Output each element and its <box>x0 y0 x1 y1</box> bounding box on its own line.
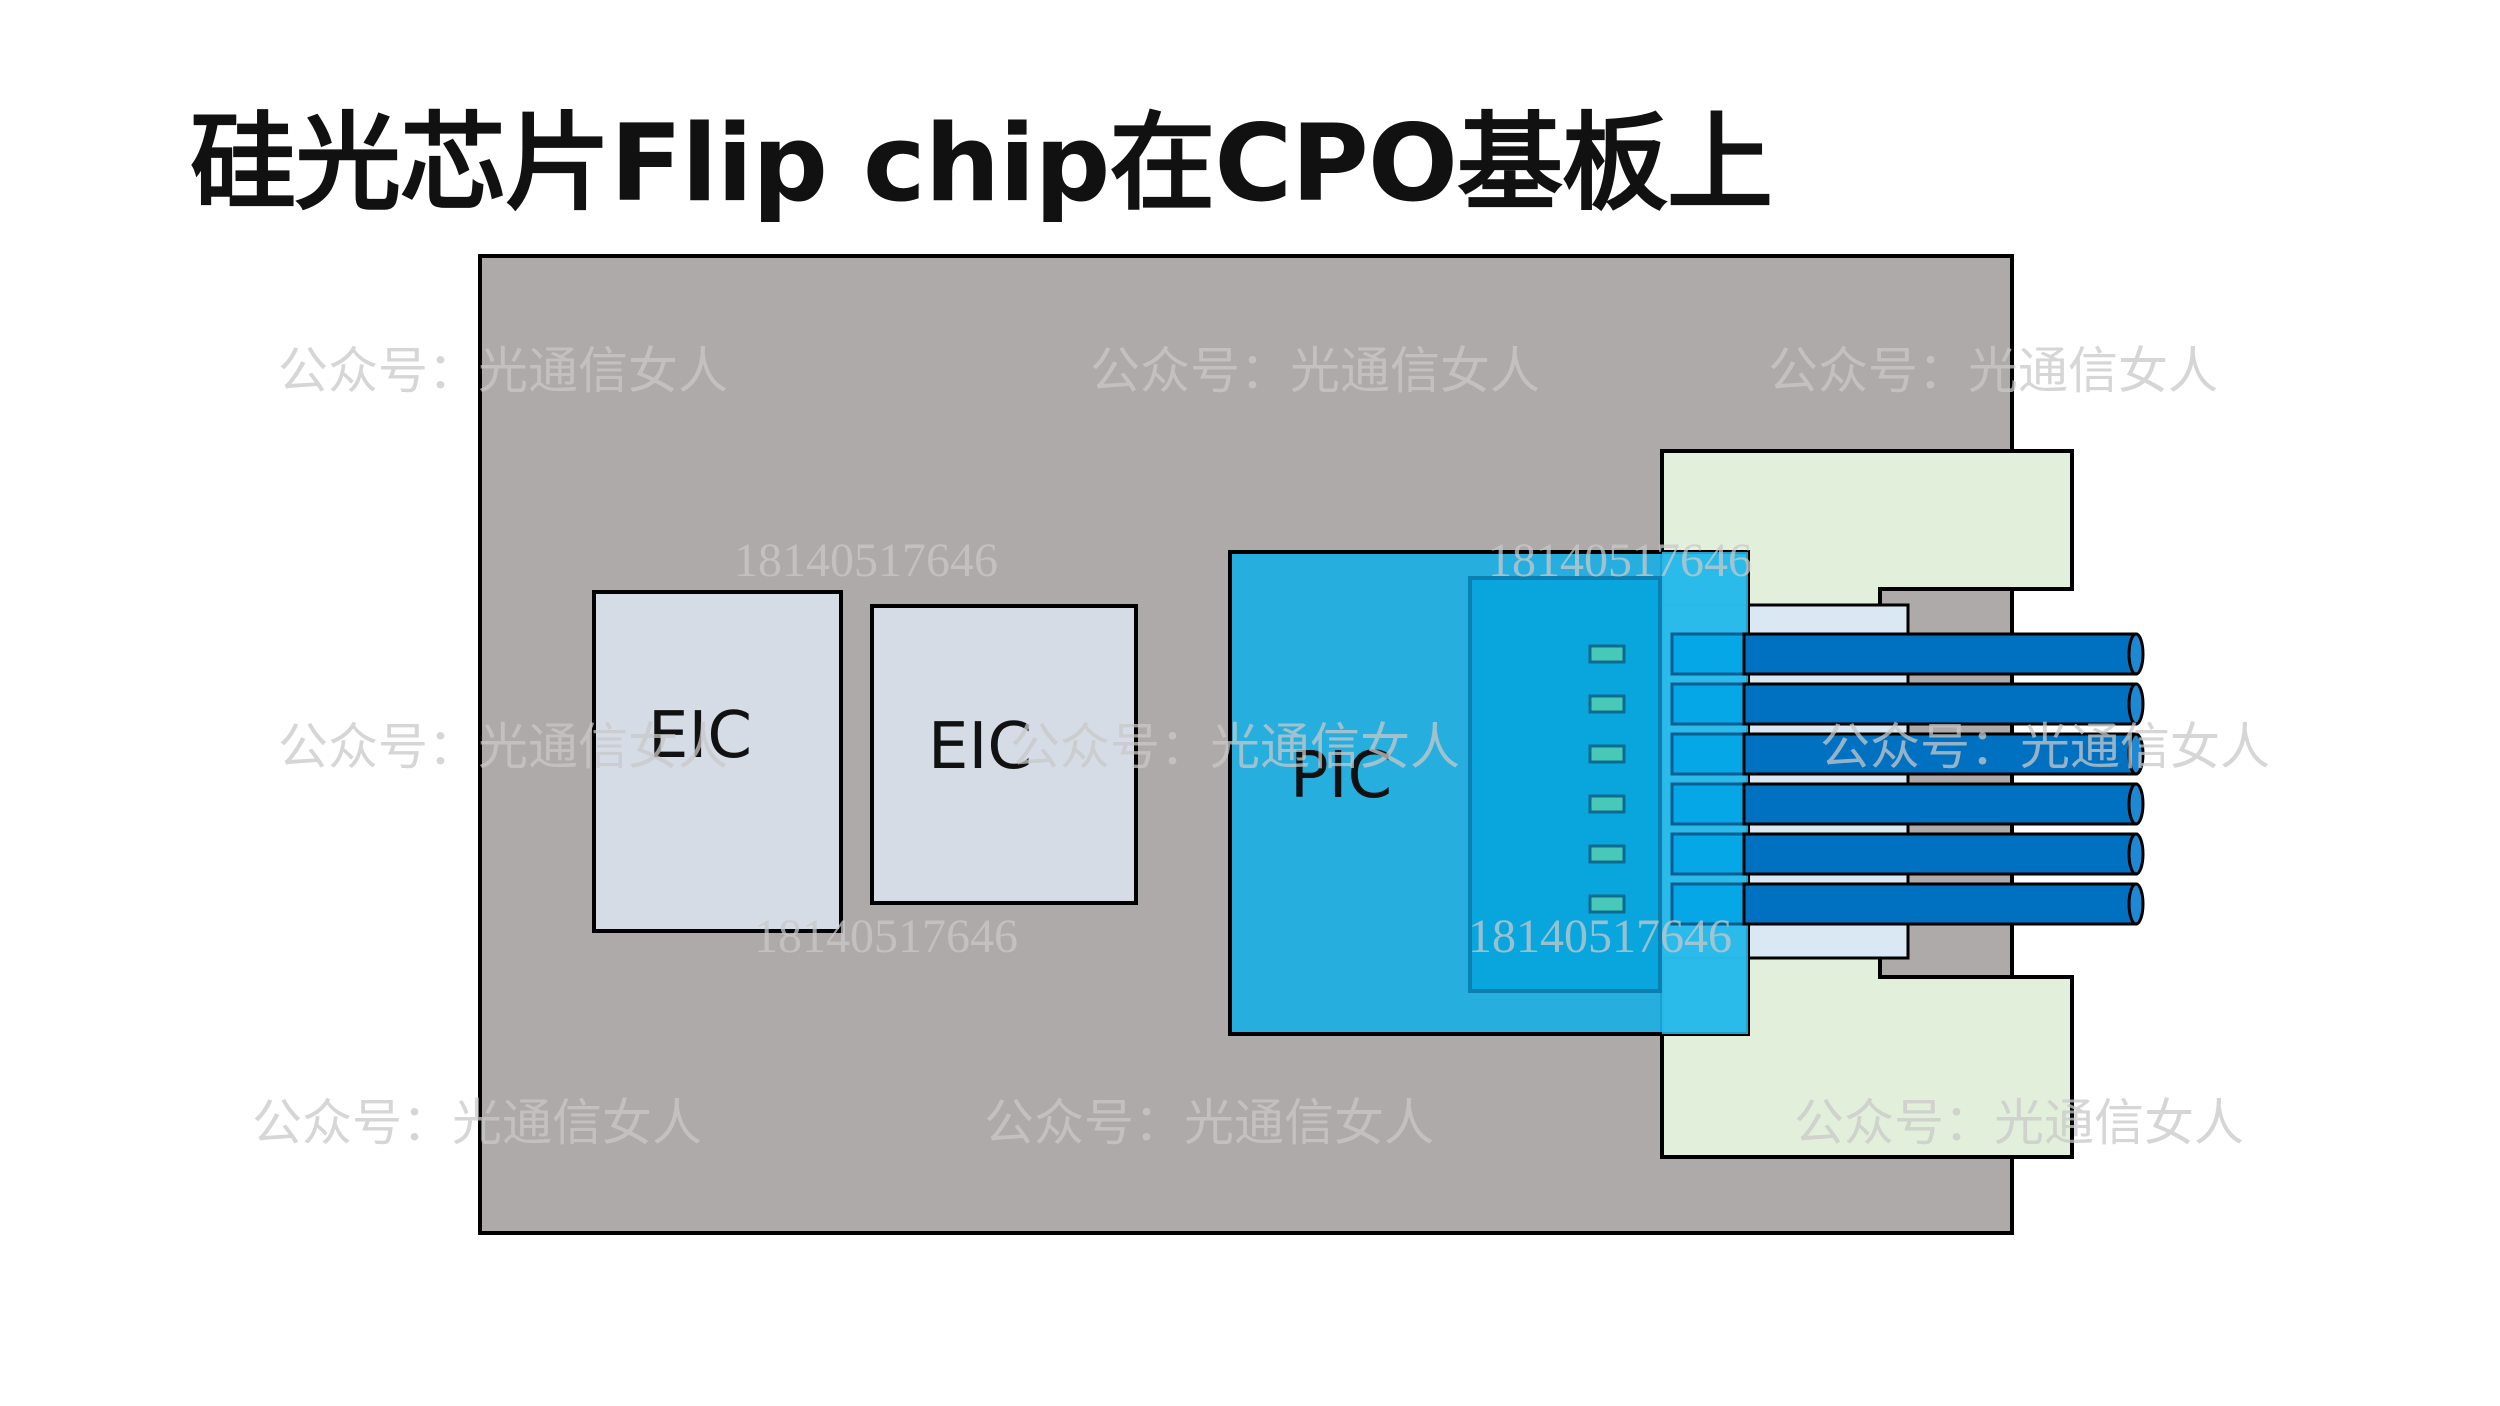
eic-label-left: EIC <box>648 699 752 773</box>
watermark-phone-1: 18140517646 <box>734 534 998 587</box>
eic-chip-left <box>592 590 843 933</box>
eic-chip-right <box>870 604 1138 905</box>
optical-fiber-2 <box>1670 682 2145 726</box>
optical-fiber-1 <box>1670 632 2145 676</box>
watermark-account-4: 公众号：光通信女人 <box>278 718 728 776</box>
watermark-account-9: 公众号：光通信女人 <box>1794 1094 2244 1152</box>
watermark-account-2: 公众号：光通信女人 <box>1090 342 1540 400</box>
page-title: 硅光芯片Flip chip在CPO基板上 <box>190 102 1773 225</box>
pad-group <box>1588 644 1626 914</box>
watermark-phone-2: 18140517646 <box>1488 534 1752 587</box>
pic-label: PIC <box>1290 739 1392 813</box>
optical-fiber-3 <box>1670 732 2145 776</box>
bond-pad-6 <box>1588 894 1626 914</box>
bond-pad-4 <box>1588 794 1626 814</box>
watermark-account-5: 公众号：光通信女人 <box>1010 718 1460 776</box>
optical-fiber-4 <box>1670 782 2145 826</box>
bond-pad-1 <box>1588 644 1626 664</box>
bond-pad-3 <box>1588 744 1626 764</box>
fiber-group <box>1670 632 2145 926</box>
bond-pad-5 <box>1588 844 1626 864</box>
optical-fiber-5 <box>1670 832 2145 876</box>
watermark-phone-4: 18140517646 <box>1468 910 1732 963</box>
pic-coupler-region <box>1468 576 1662 993</box>
watermark-account-6: 公众号：光通信女人 <box>1820 718 2270 776</box>
bond-pad-2 <box>1588 694 1626 714</box>
watermark-account-8: 公众号：光通信女人 <box>984 1094 1434 1152</box>
eic-label-right: EIC <box>928 710 1032 784</box>
watermark-account-7: 公众号：光通信女人 <box>252 1094 702 1152</box>
optical-fiber-6 <box>1670 882 2145 926</box>
watermark-phone-3: 18140517646 <box>754 910 1018 963</box>
watermark-account-1: 公众号：光通信女人 <box>278 342 728 400</box>
watermark-account-3: 公众号：光通信女人 <box>1768 342 2218 400</box>
